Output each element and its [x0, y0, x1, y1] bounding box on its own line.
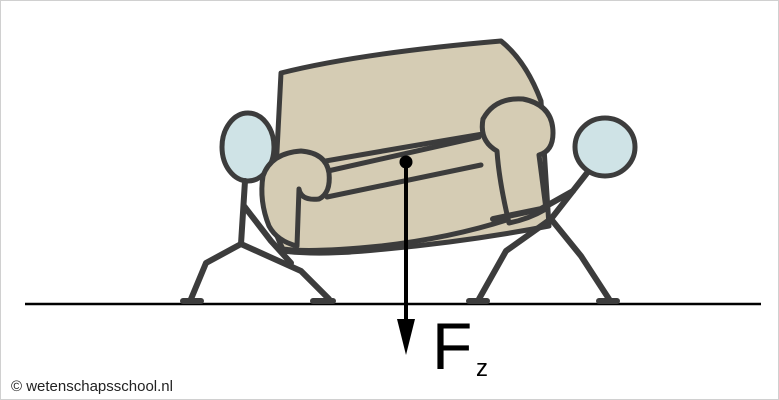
- right-person-arm: [490, 188, 576, 222]
- force-label-subscript: z: [476, 355, 488, 382]
- right-person-leg-front: [548, 216, 612, 302]
- left-person-torso: [238, 178, 248, 247]
- copyright-credit: © wetenschapsschool.nl: [11, 378, 173, 395]
- left-person-figure: [180, 110, 336, 304]
- left-person-arm: [241, 203, 294, 266]
- left-person-leg-back: [188, 241, 244, 302]
- right-person-head: [572, 115, 638, 179]
- right-person-figure: [466, 115, 638, 304]
- force-label-symbol: F: [432, 309, 473, 383]
- sofa-left-armrest: [259, 148, 332, 249]
- force-arrow-head: [397, 319, 415, 355]
- right-person-leg-back: [476, 216, 554, 302]
- sofa-seat-line: [316, 134, 482, 176]
- left-person-leg-front: [238, 241, 332, 302]
